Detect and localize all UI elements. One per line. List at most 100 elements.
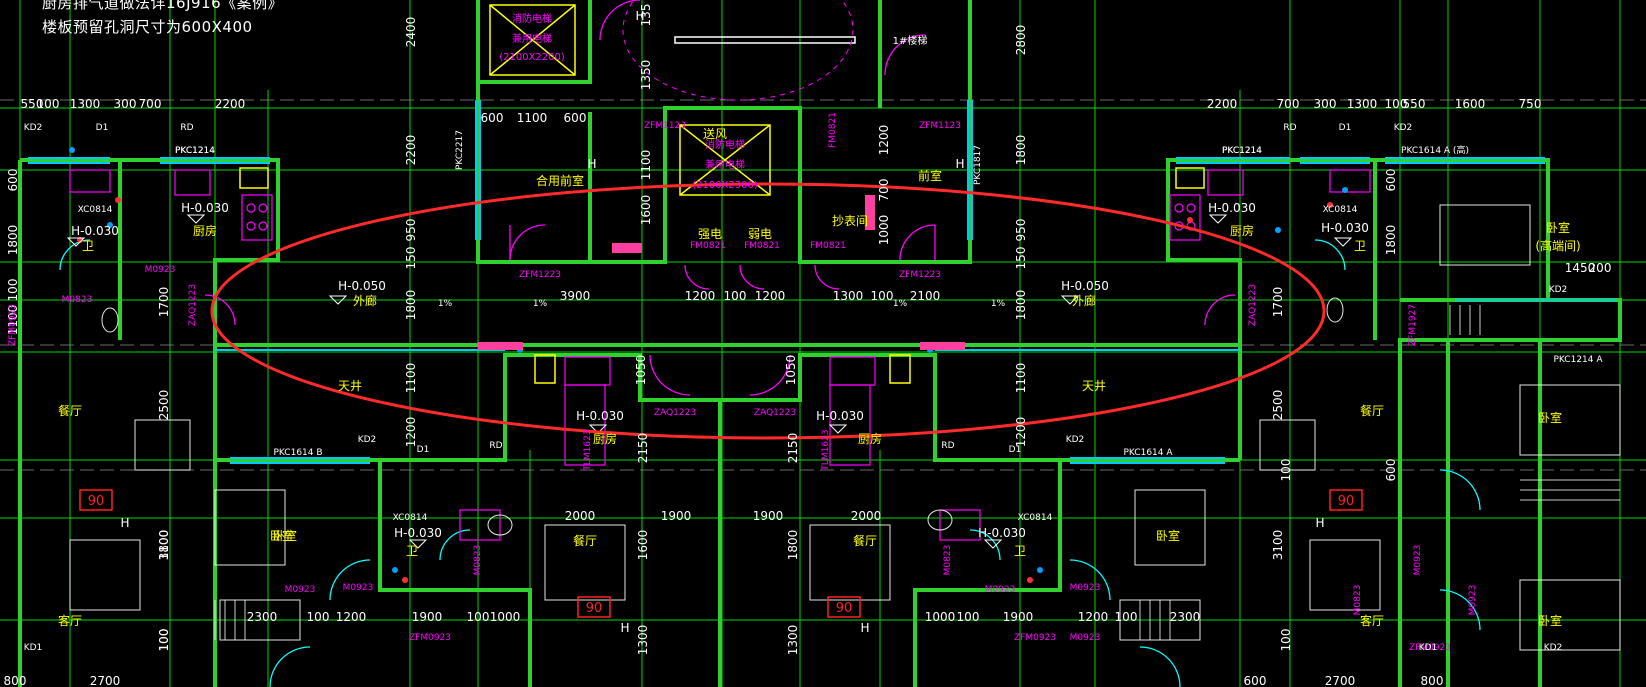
dimension-label: 1000 bbox=[490, 610, 521, 624]
room-label: 天井 bbox=[338, 379, 362, 393]
window-tag: XC0814 bbox=[1018, 513, 1053, 523]
dimension-label: 550 bbox=[1403, 97, 1426, 111]
edge-dimension-label: 100 bbox=[1279, 629, 1293, 652]
equipment-tag: D1 bbox=[1339, 123, 1352, 133]
room-label: 前室 bbox=[918, 168, 942, 183]
vertical-dimension-label: 2150 bbox=[636, 433, 650, 464]
room-label: 合用前室 bbox=[536, 173, 584, 188]
vertical-dimension-label: 1800 bbox=[404, 290, 418, 321]
elevation-label: H-0.030 bbox=[71, 224, 119, 238]
door-tag: M0923 bbox=[1070, 583, 1101, 593]
equipment-tag: KD2 bbox=[1394, 123, 1413, 133]
edge-dimension-label: 600 bbox=[1384, 459, 1398, 482]
vertical-dimension-label: 3100 bbox=[157, 530, 171, 561]
dimension-label: 550 bbox=[21, 97, 44, 111]
highlight-ellipse bbox=[210, 182, 1326, 440]
dimension-label: 600 bbox=[481, 111, 504, 125]
room-label: 餐厅 bbox=[1360, 403, 1384, 418]
dimension-label: 2200 bbox=[215, 97, 246, 111]
dimension-label: 300 bbox=[1314, 97, 1337, 111]
equipment-tag: KD1 bbox=[24, 643, 43, 653]
door-tag: ZFM0923 bbox=[1014, 633, 1056, 643]
window-tag: XC0814 bbox=[1323, 205, 1358, 215]
door-tag: M0923 bbox=[343, 583, 374, 593]
shaft-label: 兼用电梯 bbox=[705, 158, 745, 171]
vertical-dimension-label: 1800 bbox=[1014, 290, 1028, 321]
fixture-outlines bbox=[69, 204, 1621, 651]
axis-marker: H bbox=[635, 9, 644, 23]
door-tag: TLM1623 bbox=[583, 429, 593, 471]
door-tag: FM0821 bbox=[828, 112, 838, 148]
door-tag: ZAQ1223 bbox=[1248, 284, 1258, 326]
window-tag: PKC1614 A (高) bbox=[1401, 144, 1469, 156]
dimension-label: 800 bbox=[1421, 674, 1444, 687]
dimension-label: 1300 bbox=[833, 289, 864, 303]
equipment-tag: RD bbox=[941, 441, 954, 451]
door-tag: M0823 bbox=[62, 295, 93, 305]
shaft-label: 消防电梯 bbox=[512, 12, 552, 25]
dimension-label: 100 bbox=[724, 289, 747, 303]
elevation-label: H-0.030 bbox=[394, 526, 442, 540]
elevation-label: H-0.030 bbox=[1321, 221, 1369, 235]
room-label: 厨房 bbox=[593, 431, 617, 446]
elevation-label: H-0.030 bbox=[181, 201, 229, 215]
edge-dimension-label: 1050 bbox=[634, 355, 648, 386]
edge-dimension-label: 1800 bbox=[1384, 225, 1398, 256]
dimension-label: 800 bbox=[4, 674, 27, 687]
equipment-tag: KD2 bbox=[24, 123, 43, 133]
room-label: 卫 bbox=[406, 544, 418, 558]
room-label: 卧室 bbox=[1156, 528, 1180, 543]
room-label: 餐厅 bbox=[573, 533, 597, 548]
door-tag: ZFM1223 bbox=[519, 270, 561, 280]
dimension-label: 1200 bbox=[1078, 610, 1109, 624]
room-label: 卫 bbox=[1354, 239, 1366, 253]
dimension-label: 600 bbox=[1244, 674, 1267, 687]
window-tag: PKC1214 bbox=[1222, 146, 1262, 156]
door-tag: ZAQ1223 bbox=[654, 408, 696, 418]
dimension-label: 1900 bbox=[661, 509, 692, 523]
stair-label: 1#楼梯 bbox=[893, 34, 928, 47]
elevation-label: H-0.050 bbox=[338, 279, 386, 293]
vertical-dimension-label: 150 bbox=[404, 247, 418, 270]
dimension-label: 2300 bbox=[1170, 610, 1201, 624]
area-badge: 90 bbox=[836, 601, 853, 616]
dimension-label: 750 bbox=[1519, 97, 1542, 111]
door-tag: ZFM1223 bbox=[899, 270, 941, 280]
door-tag: TLM1623 bbox=[821, 429, 831, 471]
dimension-label: 100 bbox=[467, 610, 490, 624]
vertical-dimension-label: 150 bbox=[1014, 247, 1028, 270]
door-tag: ZFM0923 bbox=[1409, 643, 1451, 653]
vertical-dimension-label: 2800 bbox=[1014, 25, 1028, 56]
axis-marker: H bbox=[587, 157, 596, 171]
equipment-tag: KD2 bbox=[1544, 643, 1563, 653]
vertical-dimension-label: 950 bbox=[404, 219, 418, 242]
vertical-dimension-label: 1700 bbox=[1271, 287, 1285, 318]
equipment-tag: RD bbox=[180, 123, 193, 133]
edge-dimension-label: 1350 bbox=[639, 60, 653, 91]
equipment-tag: D1 bbox=[96, 123, 109, 133]
elevation-triangles bbox=[66, 214, 1353, 549]
room-label: 天井 bbox=[1082, 379, 1106, 393]
vertical-dimension-label: 1200 bbox=[1014, 417, 1028, 448]
dimension-label: 100 bbox=[37, 97, 60, 111]
shaft-label: 兼用电梯 bbox=[512, 32, 552, 45]
edge-dimension-label: 1200 bbox=[877, 125, 891, 156]
dimension-label: 100 bbox=[957, 610, 980, 624]
window-tag: XC0814 bbox=[78, 205, 113, 215]
dimension-label: 2700 bbox=[1325, 674, 1356, 687]
equipment-tag: KD2 bbox=[1549, 285, 1568, 295]
edge-dimension-label: 1100 bbox=[6, 305, 20, 336]
area-badge: 90 bbox=[1338, 494, 1355, 509]
room-label: 餐厅 bbox=[853, 533, 877, 548]
dimension-label: 1000 bbox=[925, 610, 956, 624]
window-tag: PKC1214 A bbox=[1553, 355, 1603, 365]
dimension-label: 1600 bbox=[1455, 97, 1486, 111]
vertical-dimension-label: 1800 bbox=[786, 530, 800, 561]
dimension-label: 2200 bbox=[1207, 97, 1238, 111]
dimension-label: 600 bbox=[564, 111, 587, 125]
vertical-dimension-label: 1700 bbox=[157, 287, 171, 318]
vertical-dimension-label: 1600 bbox=[636, 530, 650, 561]
